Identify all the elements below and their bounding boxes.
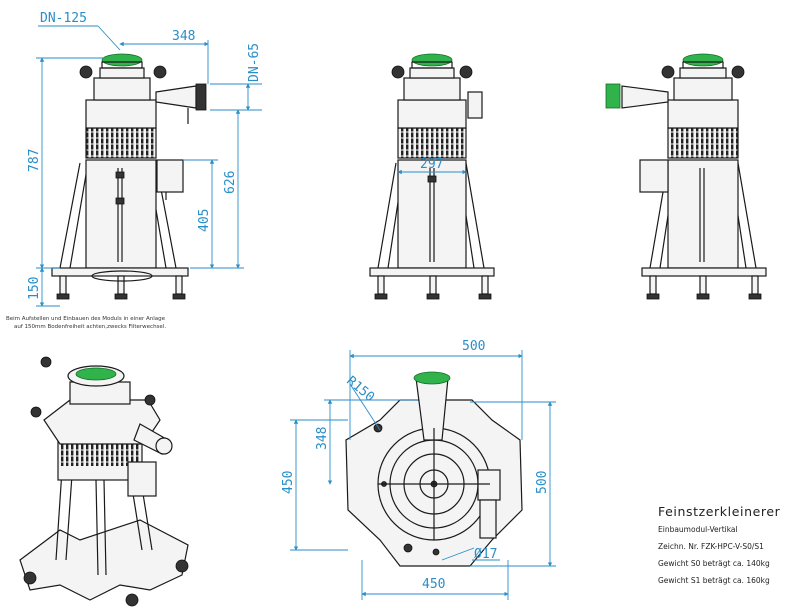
dim-348-top: 348 [172, 29, 195, 44]
dim-626: 626 [223, 171, 238, 194]
dim-150: 150 [27, 277, 42, 300]
dim-450-left: 450 [281, 471, 296, 494]
dim-405: 405 [197, 209, 212, 232]
front-view [51, 53, 207, 300]
dim-500-top: 500 [462, 339, 485, 354]
note-line-1: Beim Aufstellen und Einbauen des Moduls … [6, 316, 166, 322]
title-block-title: Feinstzerkleinerer [658, 504, 781, 519]
dim-450-bottom: 450 [422, 577, 445, 592]
note-line-2: auf 150mm Bodenfreiheit achten,zwecks Fi… [14, 324, 166, 330]
dim-dn125: DN-125 [40, 11, 87, 26]
title-block-drawing-no: Zeichn. Nr. FZK-HPC-V-S0/S1 [658, 542, 764, 551]
rear-view [605, 53, 767, 300]
front-dimensions [36, 25, 262, 307]
dim-297: 297 [420, 157, 443, 172]
dim-500-right: 500 [535, 471, 550, 494]
title-block-subtitle: Einbaumodul-Vertikal [658, 525, 738, 534]
side-view [369, 53, 495, 300]
dim-348-left: 348 [315, 427, 330, 450]
dim-dn65: DN-65 [247, 43, 262, 82]
isometric-view [19, 356, 189, 607]
top-view [345, 371, 523, 567]
dim-d17: Ø17 [474, 547, 497, 562]
title-block-weight-s1: Gewicht S1 beträgt ca. 160kg [658, 576, 770, 585]
dim-787: 787 [27, 149, 42, 172]
top-dimensions [290, 350, 556, 600]
title-block-weight-s0: Gewicht S0 beträgt ca. 140kg [658, 559, 770, 568]
